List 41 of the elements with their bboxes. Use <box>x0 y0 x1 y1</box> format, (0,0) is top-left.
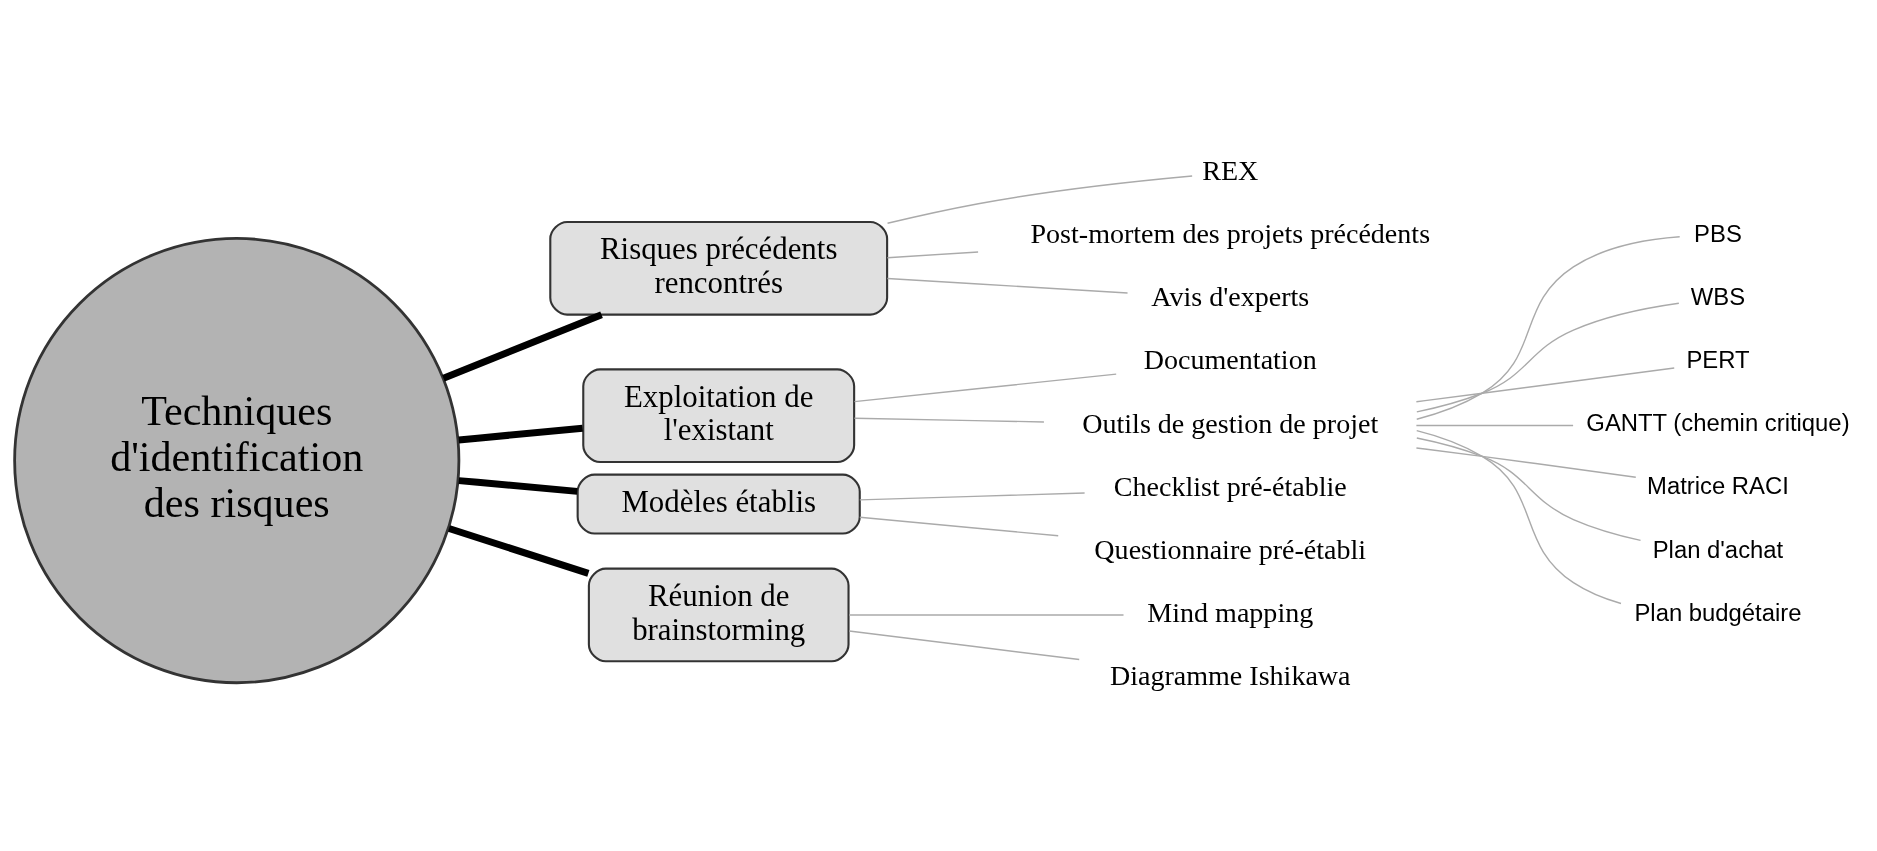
node-text: Diagramme Ishikawa <box>1109 660 1351 692</box>
node-text: PERT <box>1686 346 1750 374</box>
connector <box>859 516 1059 537</box>
node-text: Matrice RACI <box>1647 472 1789 500</box>
connector <box>853 373 1117 403</box>
node-text: Mind mapping <box>1147 596 1314 628</box>
node-text: GANTT (chemin critique) <box>1586 409 1850 437</box>
connector <box>853 417 1045 423</box>
connector <box>442 311 603 382</box>
node-box: Risques précédents rencontrés <box>549 220 889 316</box>
connector <box>458 477 578 495</box>
connector <box>447 525 590 577</box>
node-text: REX <box>1202 154 1259 186</box>
node-circle: Techniques d'identification des risques <box>13 237 461 685</box>
connector <box>848 630 1080 661</box>
node-text: PBS <box>1694 219 1742 247</box>
connector <box>886 277 1129 294</box>
connector <box>1416 429 1622 605</box>
node-text: Outils de gestion de projet <box>1082 407 1379 439</box>
connector <box>848 614 1125 616</box>
connector <box>1416 236 1681 420</box>
connector <box>1415 424 1574 427</box>
node-text: Checklist pré-établie <box>1113 470 1347 502</box>
node-text: WBS <box>1690 282 1746 310</box>
connector <box>1416 302 1680 413</box>
node-box: Exploitation de l'existant <box>582 368 856 464</box>
node-text: Plan d'achat <box>1652 535 1784 563</box>
node-text: Documentation <box>1143 344 1317 376</box>
connector <box>1415 447 1637 478</box>
connector <box>886 251 979 259</box>
node-text: Plan budgétaire <box>1634 598 1802 626</box>
connector <box>859 492 1086 501</box>
node-box: Réunion de brainstorming <box>587 567 850 663</box>
connector <box>458 424 583 444</box>
node-text: Questionnaire pré-établi <box>1094 533 1367 565</box>
node-text: Post-mortem des projets précédents <box>1030 218 1431 250</box>
connector <box>1416 437 1642 542</box>
node-text: Avis d'experts <box>1151 281 1310 313</box>
connector <box>886 175 1193 224</box>
node-box: Modèles établis <box>576 473 861 535</box>
connector <box>1415 367 1675 403</box>
